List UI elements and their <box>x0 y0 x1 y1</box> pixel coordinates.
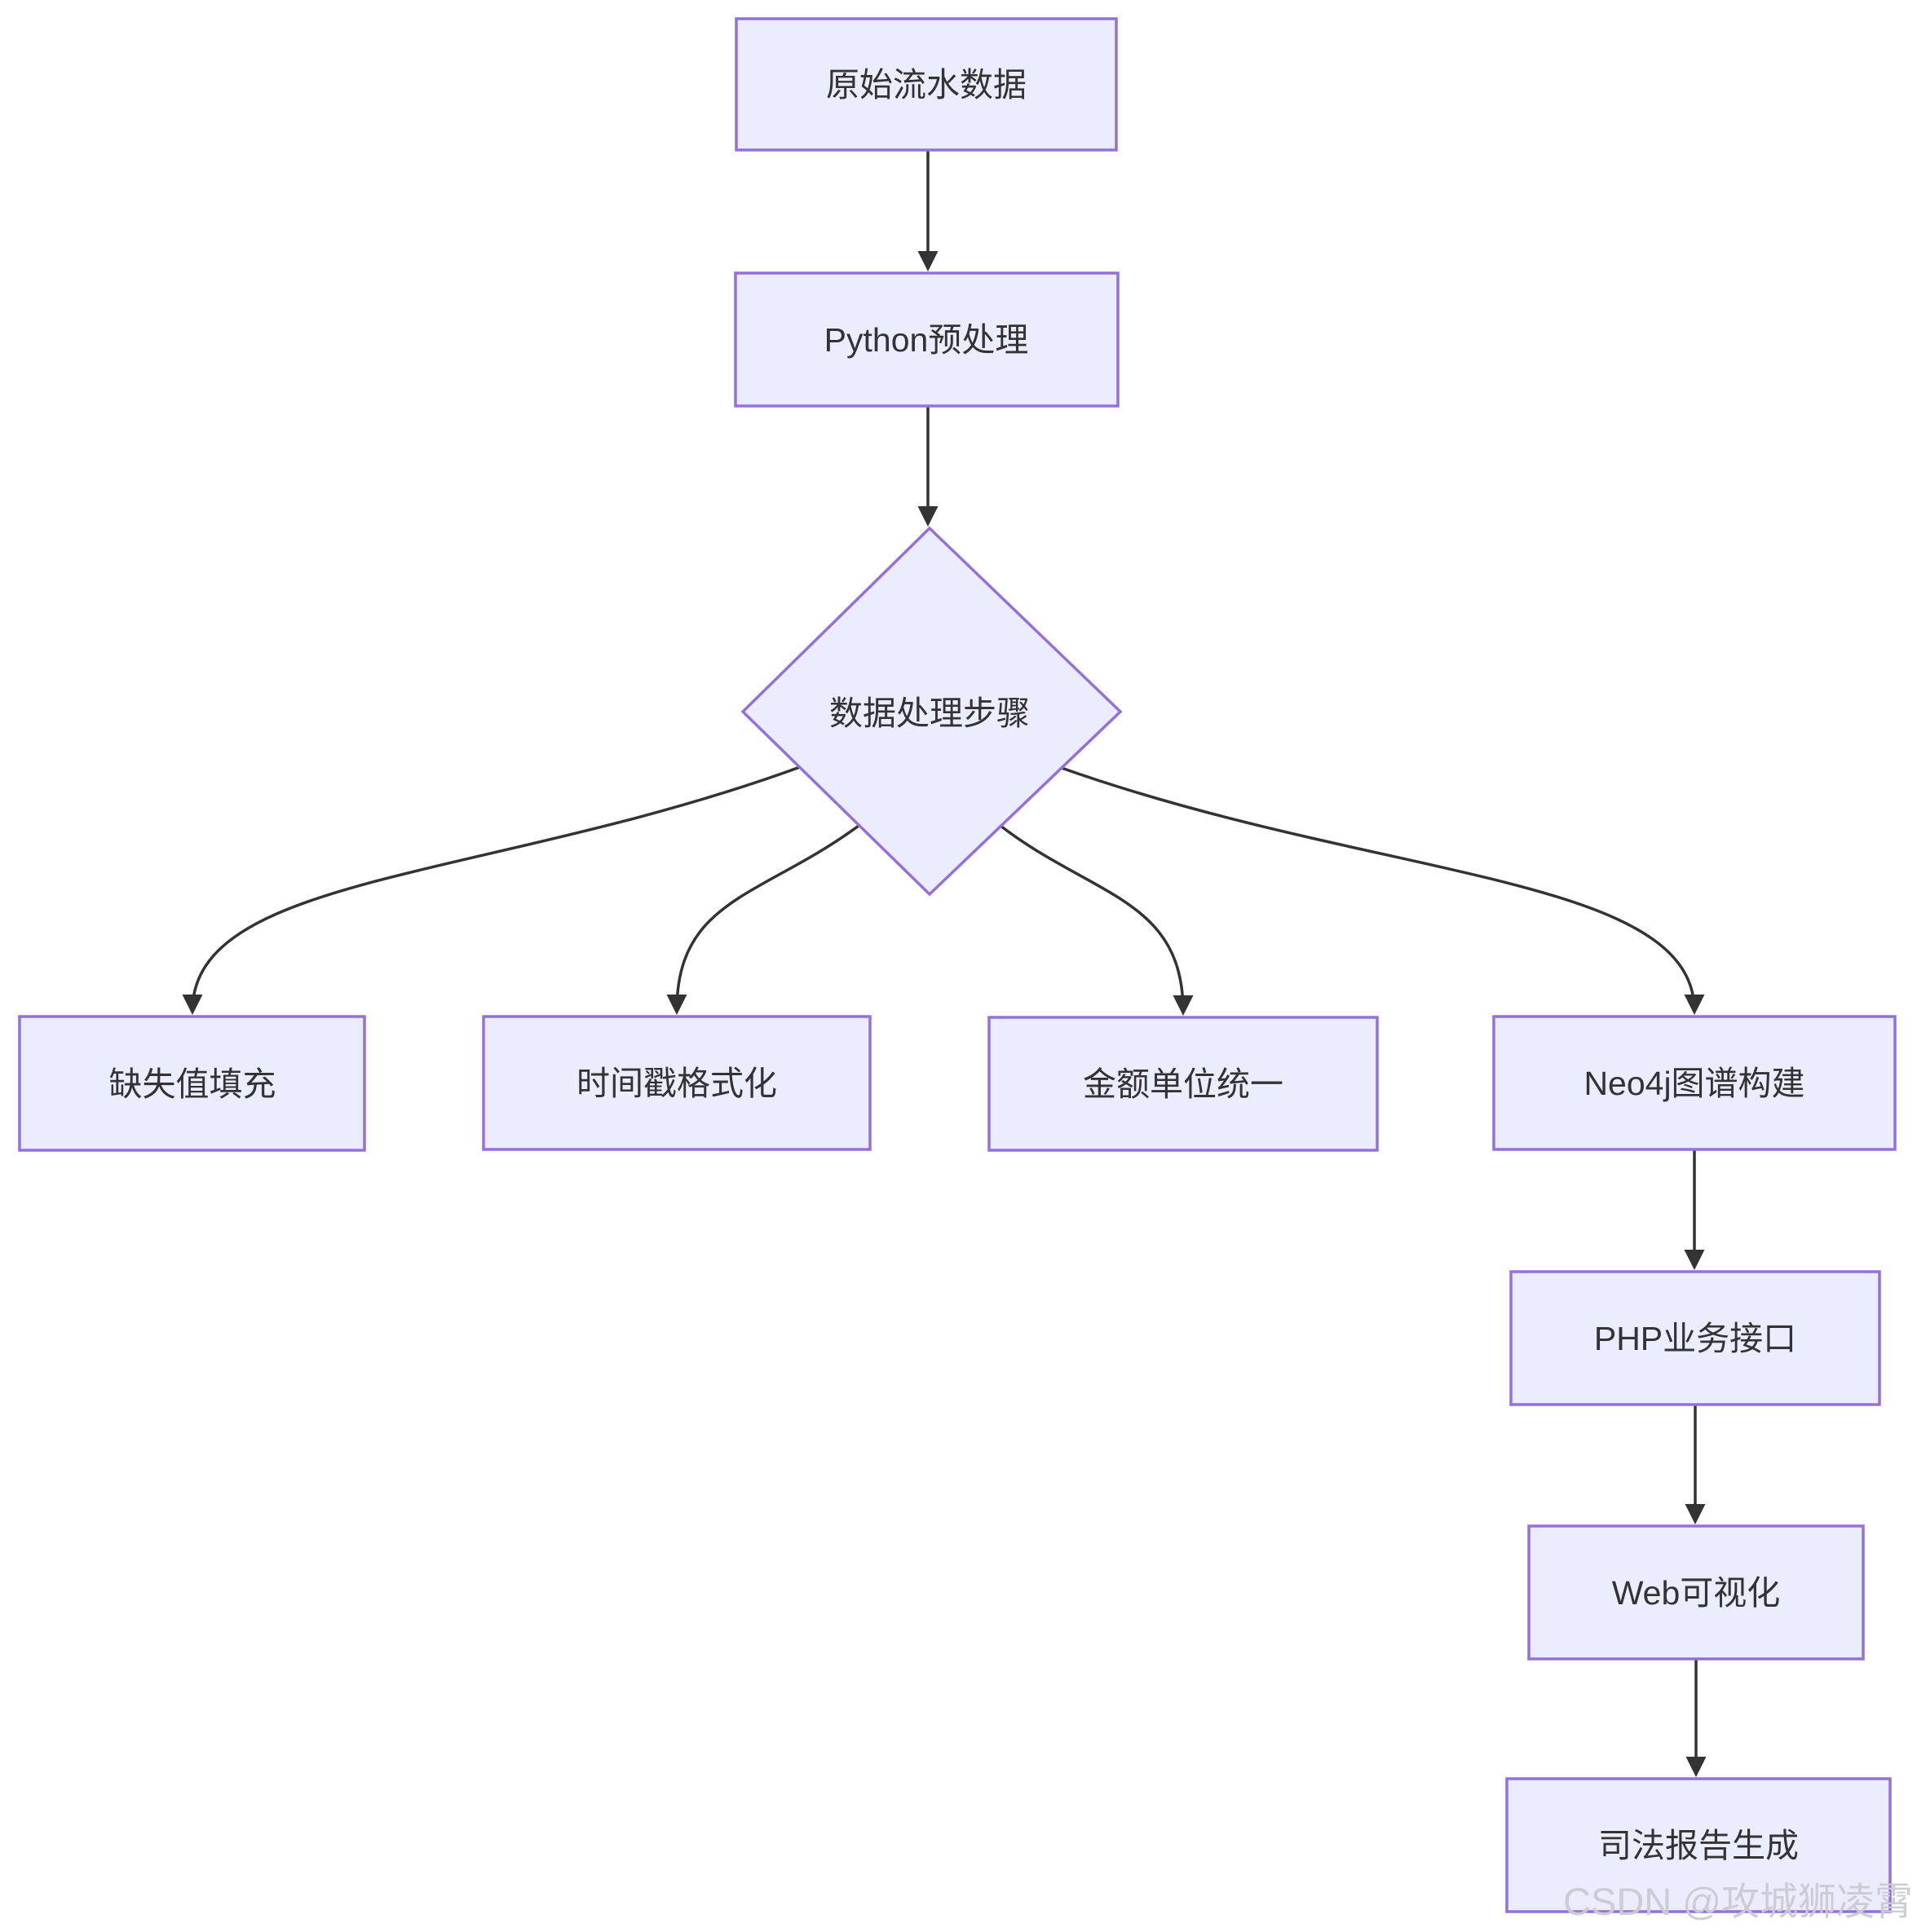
node-label: 时间戳格式化 <box>576 1065 777 1102</box>
node-box <box>482 1015 872 1151</box>
node-timestamp-format: 时间戳格式化 <box>482 1015 872 1151</box>
node-label: PHP业务接口 <box>1594 1320 1796 1357</box>
node-php-api: PHP业务接口 <box>1509 1270 1881 1406</box>
node-box <box>1505 1777 1892 1913</box>
node-decision-diamond: 数据处理步骤 <box>740 526 1123 897</box>
node-amount-unit: 金额单位统一 <box>987 1016 1379 1152</box>
edge-decision-to-amount-unit <box>999 824 1194 1016</box>
decision-diamond-shape <box>740 526 1123 897</box>
node-box <box>734 271 1120 408</box>
node-web-viz: Web可视化 <box>1527 1524 1865 1661</box>
edge-decision-to-neo4j <box>1058 765 1705 1015</box>
edges-layer <box>182 150 1707 1777</box>
node-label: 数据处理步骤 <box>829 695 1030 732</box>
edge-decision-to-timestamp-format <box>666 824 860 1015</box>
node-missing-fill: 缺失值填充 <box>18 1015 366 1152</box>
node-raw-data: 原始流水数据 <box>735 17 1118 152</box>
node-box <box>1509 1270 1881 1406</box>
node-label: Python预处理 <box>824 321 1029 359</box>
node-box <box>1527 1524 1865 1661</box>
node-label: 缺失值填充 <box>109 1065 276 1103</box>
node-label: Neo4j图谱构建 <box>1584 1065 1804 1102</box>
node-label: 金额单位统一 <box>1083 1065 1283 1103</box>
node-label: 司法报告生成 <box>1598 1827 1799 1864</box>
node-box <box>987 1016 1379 1152</box>
node-box <box>1492 1015 1897 1151</box>
node-label: 原始流水数据 <box>826 66 1027 104</box>
node-neo4j-graph: Neo4j图谱构建 <box>1492 1015 1897 1151</box>
edge-decision-to-missing-fill <box>182 765 801 1015</box>
nodes-layer: 原始流水数据 Python预处理 数据处理步骤 缺失值填充 时间戳格式化 金额单… <box>18 17 1897 1913</box>
node-box <box>18 1015 366 1152</box>
node-label: Web可视化 <box>1612 1574 1781 1612</box>
node-python-preprocess: Python预处理 <box>734 271 1120 408</box>
node-report-gen: 司法报告生成 <box>1505 1777 1892 1913</box>
node-box <box>735 17 1118 152</box>
csdn-watermark: CSDN @攻城狮凌霄 <box>1563 1880 1913 1923</box>
